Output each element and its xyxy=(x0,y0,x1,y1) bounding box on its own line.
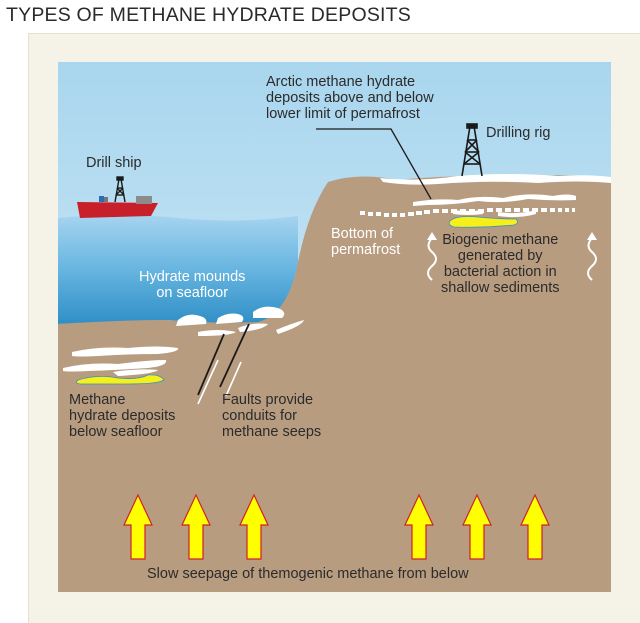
ship-icon xyxy=(77,176,158,218)
wavy-up-arrow-icon xyxy=(427,232,597,281)
permafrost-surface xyxy=(380,174,611,185)
subseafloor-hydrate-deposits xyxy=(63,346,179,376)
permafrost-bottom-line xyxy=(360,208,575,217)
biogenic-methane-label: Biogenic methane generated by bacterial … xyxy=(441,232,560,296)
methane-hydrate-diagram xyxy=(58,62,611,592)
fault-lines xyxy=(197,323,250,405)
biogenic-gas-pocket xyxy=(448,216,518,228)
methane-deposits-label: Methane hydrate deposits below seafloor xyxy=(69,392,176,440)
seepage-label: Slow seepage of themogenic methane from … xyxy=(147,566,469,582)
bottom-permafrost-label: Bottom of permafrost xyxy=(331,226,401,258)
up-arrow-icon xyxy=(123,493,550,560)
hydrate-mounds-label: Hydrate mounds on seafloor xyxy=(139,269,246,301)
derrick-icon xyxy=(461,123,483,177)
arctic-deposits-label: Arctic methane hydrate deposits above an… xyxy=(266,74,434,122)
ocean xyxy=(58,215,298,324)
arctic-hydrate-deposits xyxy=(413,194,576,218)
drilling-rig-label: Drilling rig xyxy=(486,125,551,141)
arctic-callout-line xyxy=(316,128,432,200)
page-title: TYPES OF METHANE HYDRATE DEPOSITS xyxy=(6,4,411,26)
sediment xyxy=(58,175,611,592)
methane-gas-pocket xyxy=(76,374,165,385)
seafloor-hydrate-mounds xyxy=(176,306,304,336)
drill-ship-label: Drill ship xyxy=(86,155,142,171)
faults-label: Faults provide conduits for methane seep… xyxy=(222,392,322,440)
